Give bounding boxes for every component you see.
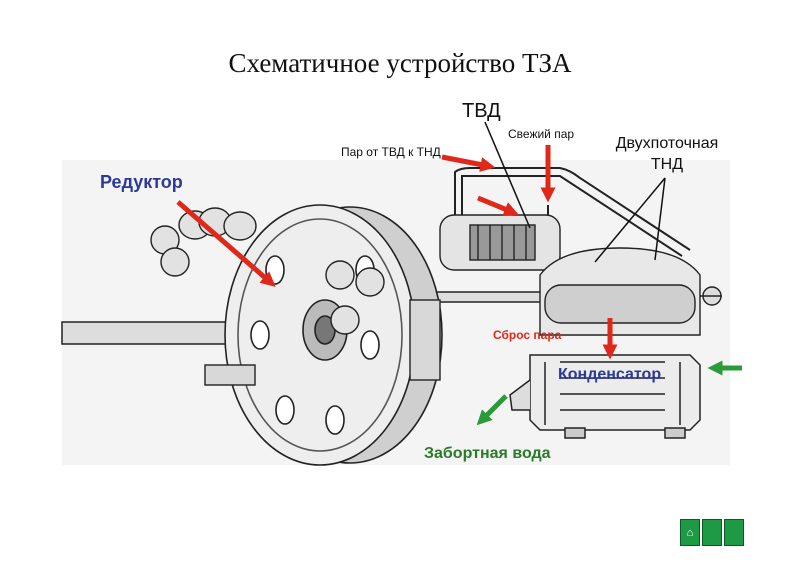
arrow-reductor (176, 200, 276, 287)
label-tnd-line1: Двухпоточная (615, 135, 719, 152)
base-frame (204, 299, 441, 386)
label-tnd-line2: ТНД (650, 156, 684, 173)
high-pressure-turbine (439, 214, 561, 271)
red-arrows (176, 145, 618, 360)
arrow-seawater-out (476, 394, 508, 426)
label-tnd: Двухпоточная ТНД (604, 133, 730, 175)
label-condenser: Конденсатор (558, 366, 662, 383)
label-seawater: Забортная вода (424, 445, 551, 462)
label-steam-discharge: Сброс пара (493, 328, 562, 342)
condenser (509, 354, 701, 439)
low-pressure-turbine (539, 247, 722, 336)
back-icon[interactable] (702, 519, 722, 546)
arrow-steam-tvd-tnd (441, 154, 496, 172)
pinion-gears (150, 207, 385, 335)
forward-icon[interactable] (724, 519, 744, 546)
green-arrows (476, 360, 742, 426)
slide-navigation: ⌂ (680, 519, 746, 546)
label-steam-tvd-to-tnd: Пар от ТВД к ТНД (341, 145, 441, 159)
arrow-tvd (477, 195, 519, 217)
steam-pipes (454, 167, 691, 257)
label-tvd: ТВД (462, 100, 501, 122)
home-icon[interactable]: ⌂ (680, 519, 700, 546)
pointer-lines (484, 121, 666, 263)
label-reductor: Редуктор (100, 172, 183, 192)
slide-title: Схематичное устройство ТЗА (228, 48, 572, 78)
label-fresh-steam: Свежий пар (508, 127, 575, 141)
